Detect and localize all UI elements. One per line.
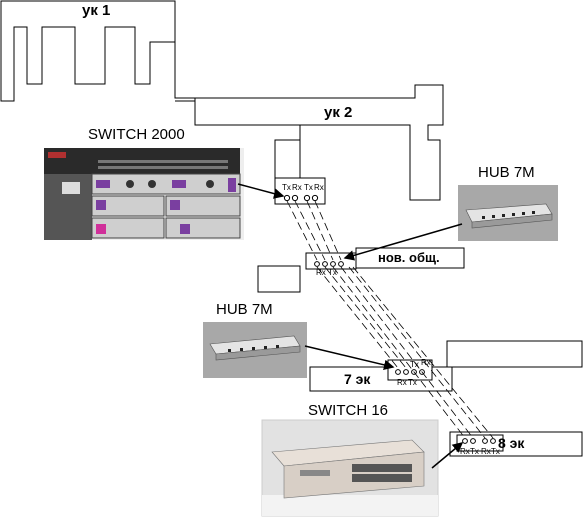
- switch2000-label: SWITCH 2000: [88, 126, 185, 143]
- hub-bottom-label: HUB 7M: [216, 301, 273, 318]
- port-label: Tx: [470, 447, 479, 456]
- building-uk1-label: ук 1: [82, 2, 111, 19]
- fiber-lines: [286, 200, 494, 439]
- switch16-label: SWITCH 16: [308, 402, 389, 419]
- nov-obsch-building: [257, 265, 301, 293]
- port-label: Tx: [410, 360, 419, 369]
- ek8-label: 8 эк: [498, 435, 525, 451]
- nov-obsch-label: нов. общ.: [378, 250, 440, 265]
- port-label: Tx: [491, 447, 500, 456]
- building-uk2-label: ук 2: [324, 104, 353, 121]
- port-label: Tx: [304, 183, 313, 192]
- port-label: Rx: [481, 447, 491, 456]
- hub-top-photo: [458, 185, 558, 241]
- ek7-label: 7 эк: [344, 371, 371, 387]
- port-label: Rx: [316, 268, 326, 277]
- port-label: Rx: [292, 183, 302, 192]
- switch16-photo: [261, 419, 439, 517]
- port-label: Tx: [408, 378, 417, 387]
- port-label: Tx: [328, 268, 337, 277]
- building-uk1-outline: [0, 0, 176, 102]
- port-label: Rx: [397, 378, 407, 387]
- empty-building-box: [446, 340, 583, 368]
- port-label: Rx: [314, 183, 324, 192]
- hub-top-label: HUB 7M: [478, 164, 535, 181]
- port-label: Tx: [282, 183, 291, 192]
- hub-bottom-photo: [203, 322, 307, 378]
- switch2000-photo: [44, 148, 244, 240]
- building-connector: [174, 42, 195, 102]
- port-label: Rx: [460, 447, 470, 456]
- nov-obsch-port-box: [305, 252, 357, 270]
- connection-arrows: [237, 183, 464, 469]
- port-label: Rx: [421, 358, 431, 367]
